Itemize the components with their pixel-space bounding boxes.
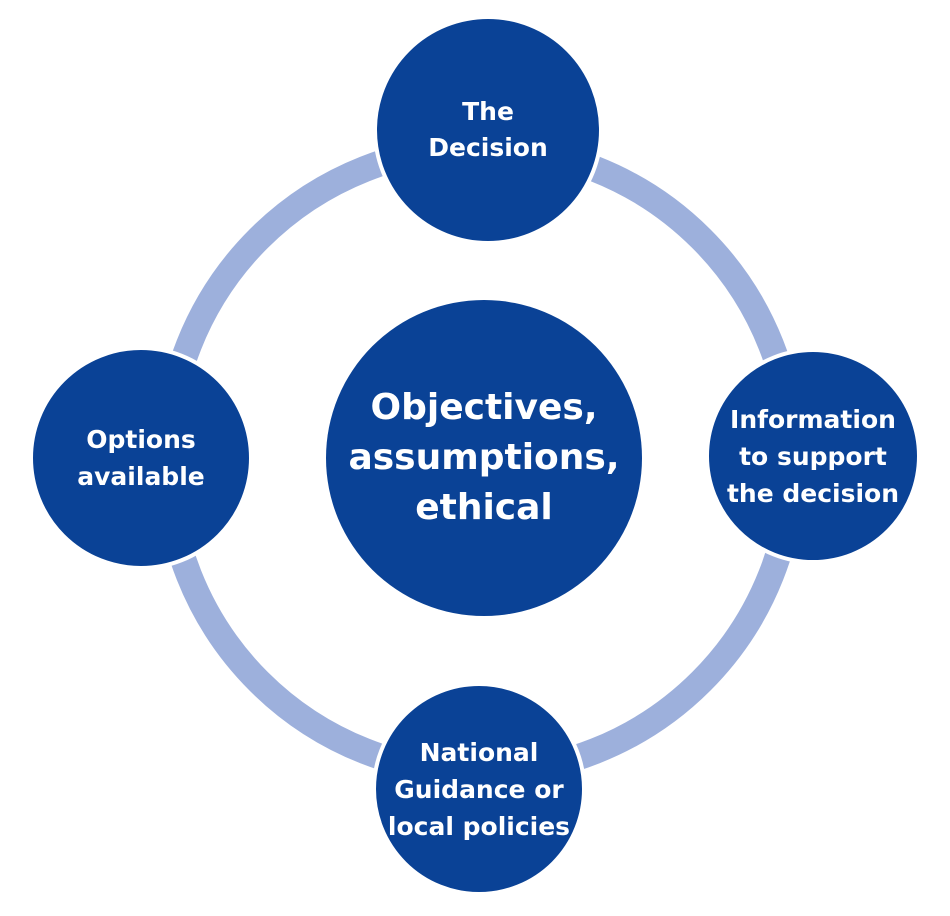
node-the-decision-line-1: The	[462, 97, 514, 126]
node-information-line-1: Information	[730, 404, 896, 434]
center-node-line-2: assumptions,	[348, 437, 620, 478]
node-information-line-2: to support	[739, 441, 887, 471]
center-node-line-3: ethical	[415, 487, 553, 528]
node-information-line-3: the decision	[726, 478, 900, 508]
node-options-available-line-1: Options	[86, 425, 196, 454]
node-options-available: Options available	[29, 346, 253, 570]
node-national-guidance: National Guidance or local policies	[372, 682, 586, 896]
node-national-guidance-line-2: Guidance or	[394, 774, 564, 804]
node-national-guidance-line-3: local policies	[387, 811, 571, 841]
node-the-decision-line-2: Decision	[428, 133, 548, 162]
node-the-decision: The Decision	[373, 15, 603, 245]
center-node-objectives: Objectives, assumptions, ethical	[326, 300, 642, 616]
node-national-guidance-line-1: National	[419, 737, 539, 767]
node-options-available-line-2: available	[77, 462, 205, 491]
center-node-line-1: Objectives,	[370, 387, 598, 428]
node-information: Information to support the decision	[705, 348, 921, 564]
